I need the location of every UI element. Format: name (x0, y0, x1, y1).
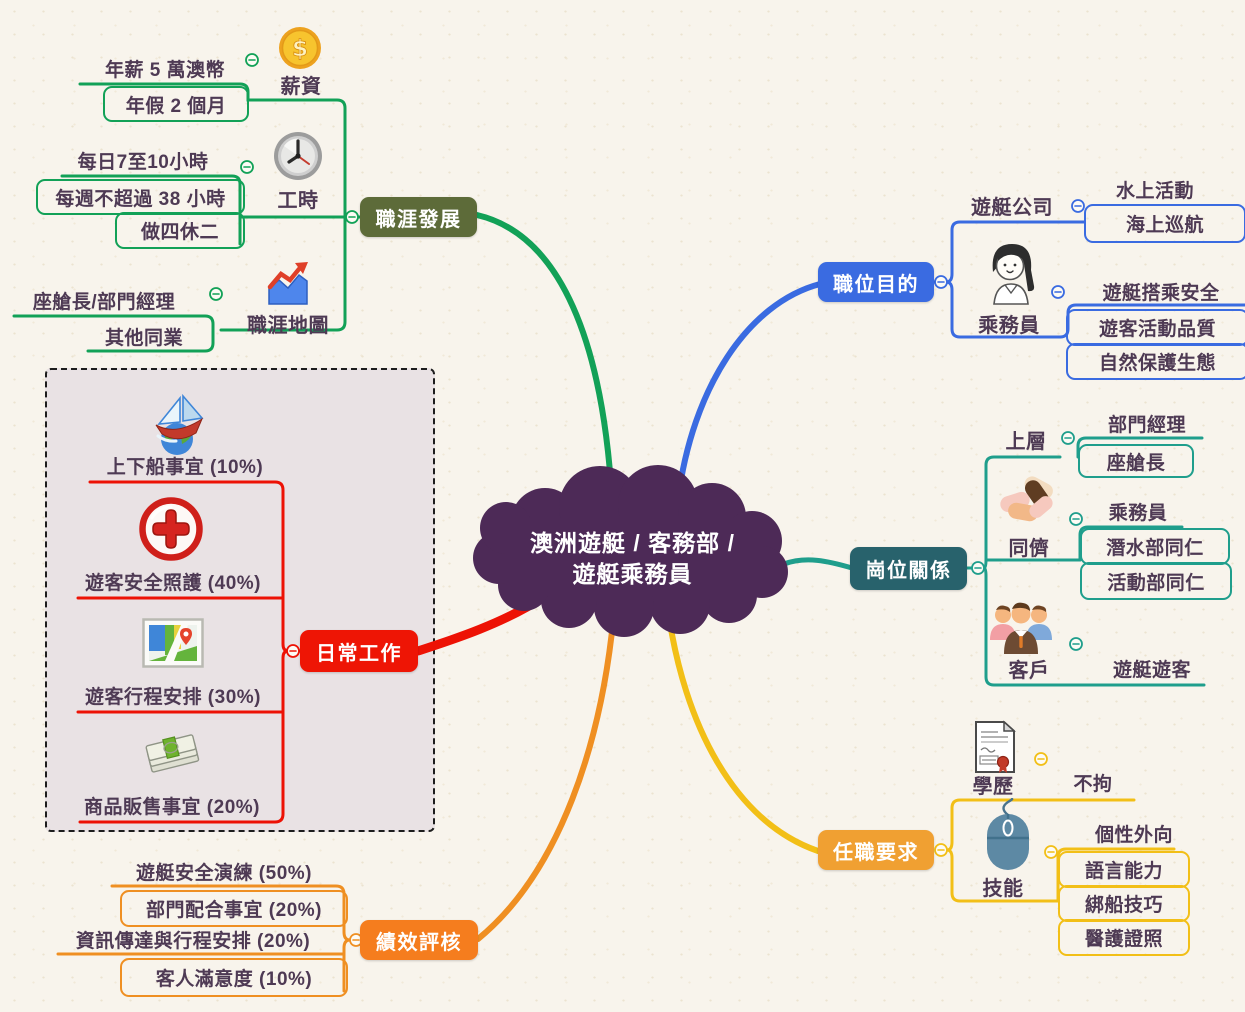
collapse-toggle-career[interactable] (345, 210, 359, 224)
leaf-daily-hours[interactable]: 每日7至10小時 (77, 152, 209, 173)
leaf-eco-protection[interactable]: 自然保護生態 (1066, 343, 1245, 380)
collapse-toggle-requirements[interactable] (934, 843, 948, 857)
branch-node-relations[interactable]: 崗位關係 (850, 547, 967, 590)
branch-node-career[interactable]: 職涯發展 (360, 197, 477, 237)
mouse-icon (982, 798, 1034, 872)
leaf-activity-colleagues[interactable]: 活動部同仁 (1080, 562, 1232, 600)
leaf-dept-manager[interactable]: 部門經理 (1107, 415, 1186, 436)
leaf-annual-leave[interactable]: 年假 2 個月 (103, 86, 249, 122)
boat-icon (146, 392, 212, 456)
svg-text:$: $ (292, 36, 308, 62)
leaf-passenger-safety-care[interactable]: 遊客安全照護 (40%) (85, 572, 261, 594)
collapse-toggle-performance[interactable] (349, 933, 363, 947)
leaf-guest-satisfaction[interactable]: 客人滿意度 (10%) (120, 958, 348, 997)
leaf-activity-quality[interactable]: 遊客活動品質 (1066, 309, 1245, 346)
leaf-itinerary-arrangement[interactable]: 遊客行程安排 (30%) (85, 686, 261, 708)
branch-node-performance[interactable]: 績效評核 (360, 920, 478, 960)
subnode-upper[interactable]: 上層 (1005, 430, 1047, 453)
subnode-crew[interactable]: 乘務員 (978, 314, 1040, 337)
subnode-company[interactable]: 遊艇公司 (971, 196, 1053, 219)
collapse-toggle-salary[interactable] (245, 53, 259, 67)
leaf-language-ability[interactable]: 語言能力 (1058, 851, 1190, 888)
collapse-toggle-customers[interactable] (1069, 637, 1083, 651)
leaf-sea-cruise[interactable]: 海上巡航 (1084, 204, 1245, 243)
subnode-careermap[interactable]: 職涯地圖 (247, 314, 329, 337)
collapse-toggle-crew[interactable] (1051, 285, 1065, 299)
leaf-dept-cooperation[interactable]: 部門配合事宜 (20%) (120, 890, 348, 927)
subnode-peers[interactable]: 同儕 (1008, 537, 1050, 560)
central-topic-title-line2[interactable]: 遊艇乘務員 (572, 561, 693, 587)
central-topic-cloud[interactable] (473, 465, 788, 637)
leaf-embark-disembark[interactable]: 上下船事宜 (10%) (106, 456, 264, 478)
leaf-yacht-tourists[interactable]: 遊艇遊客 (1112, 660, 1191, 681)
subnode-skills[interactable]: 技能 (982, 877, 1024, 900)
subnode-hours[interactable]: 工時 (277, 189, 319, 212)
branch-node-requirements[interactable]: 任職要求 (818, 830, 934, 870)
subnode-salary[interactable]: 薪資 (280, 75, 322, 98)
collapse-toggle-daily[interactable] (286, 644, 300, 658)
subnode-education[interactable]: 學歷 (972, 775, 1014, 798)
collapse-toggle-careermap[interactable] (209, 287, 223, 301)
leaf-water-activities[interactable]: 水上活動 (1115, 181, 1194, 202)
leaf-work-rotation[interactable]: 做四休二 (115, 212, 245, 249)
leaf-weekly-hours[interactable]: 每週不超過 38 小時 (36, 179, 245, 215)
chart-icon (264, 260, 312, 308)
hands-icon (998, 474, 1058, 532)
central-topic-title-line1[interactable]: 澳洲遊艇 / 客務部 / (530, 530, 735, 556)
collapse-toggles (209, 53, 1085, 947)
leaf-boarding-safety[interactable]: 遊艇搭乘安全 (1102, 283, 1220, 304)
leaf-annual-salary[interactable]: 年薪 5 萬澳幣 (104, 60, 226, 81)
collapse-toggle-company[interactable] (1071, 199, 1085, 213)
leaf-diving-colleagues[interactable]: 潛水部同仁 (1080, 528, 1230, 565)
leaf-chief-purser[interactable]: 座艙長 (1078, 444, 1194, 478)
branch-node-purpose[interactable]: 職位目的 (818, 262, 934, 302)
leaf-captain-manager[interactable]: 座艙長/部門經理 (32, 292, 176, 313)
map-icon (142, 618, 204, 668)
branch-node-daily[interactable]: 日常工作 (300, 630, 418, 672)
coin-icon: $ (278, 26, 322, 70)
collapse-toggle-relations[interactable] (971, 561, 985, 575)
collapse-toggle-education[interactable] (1034, 752, 1048, 766)
leaf-crew-peers[interactable]: 乘務員 (1108, 503, 1168, 524)
certificate-icon (970, 720, 1018, 774)
money-icon (140, 722, 204, 774)
leaf-mooring-skill[interactable]: 綁船技巧 (1058, 885, 1190, 922)
leaf-no-requirement[interactable]: 不拘 (1073, 774, 1113, 795)
leaf-other-peers[interactable]: 其他同業 (104, 328, 183, 349)
daily-work-group-boundary (45, 368, 435, 832)
collapse-toggle-peers[interactable] (1069, 512, 1083, 526)
leaf-safety-drill[interactable]: 遊艇安全演練 (50%) (136, 862, 312, 884)
leaf-info-itinerary[interactable]: 資訊傳達與行程安排 (20%) (75, 930, 311, 952)
redcross-icon (138, 496, 204, 562)
leaf-medical-license[interactable]: 醫護證照 (1058, 919, 1190, 956)
collapse-toggle-hours[interactable] (240, 160, 254, 174)
people-icon (988, 598, 1054, 656)
collapse-toggle-skills[interactable] (1044, 845, 1058, 859)
collapse-toggle-purpose[interactable] (934, 275, 948, 289)
leaf-merchandise-sales[interactable]: 商品販售事宜 (20%) (84, 796, 260, 818)
clock-icon (272, 130, 324, 182)
leaf-outgoing-personality[interactable]: 個性外向 (1094, 825, 1173, 846)
collapse-toggle-upper[interactable] (1061, 431, 1075, 445)
subnode-customers[interactable]: 客戶 (1008, 659, 1050, 682)
woman-avatar-icon (978, 236, 1044, 306)
